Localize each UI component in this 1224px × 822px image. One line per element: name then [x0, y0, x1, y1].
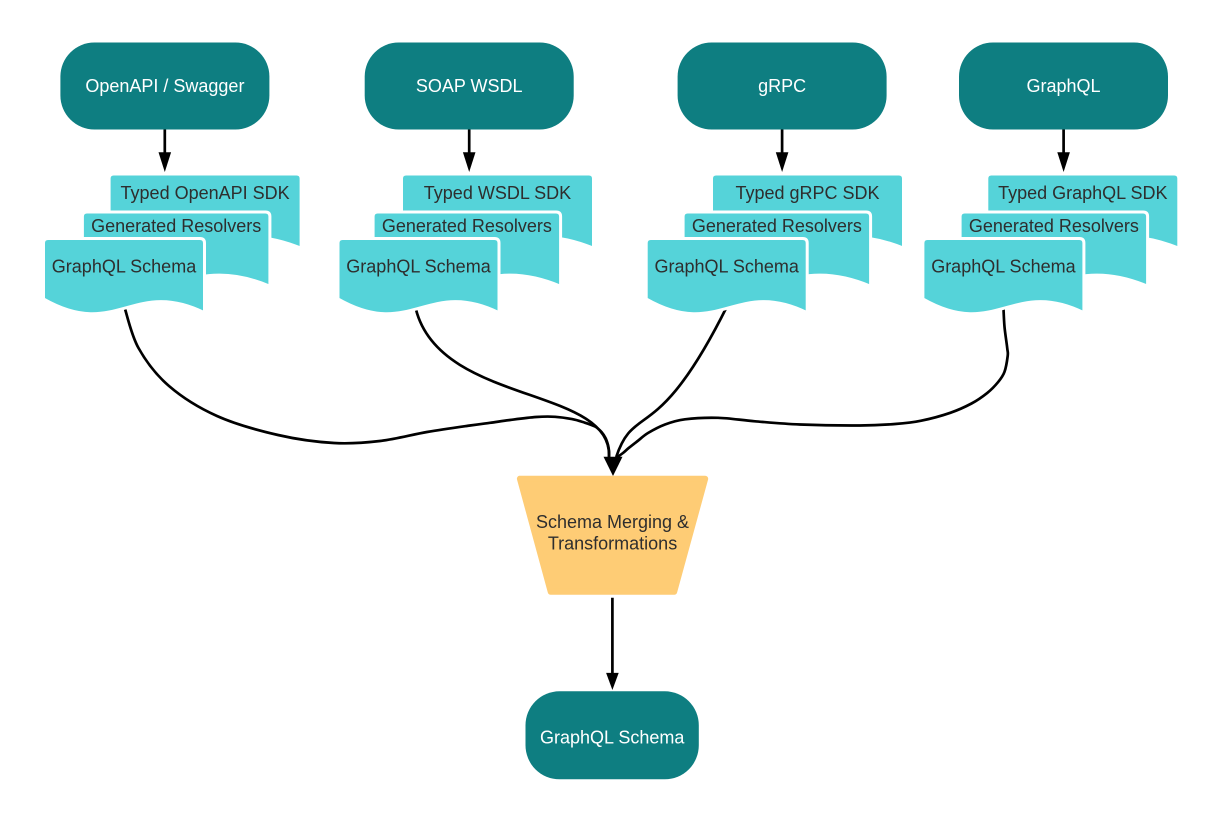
svg-text:Typed gRPC SDK: Typed gRPC SDK	[735, 183, 879, 203]
svg-text:Generated Resolvers: Generated Resolvers	[382, 216, 552, 236]
svg-text:Generated Resolvers: Generated Resolvers	[692, 216, 862, 236]
svg-text:Typed GraphQL SDK: Typed GraphQL SDK	[998, 183, 1167, 203]
svg-text:SOAP WSDL: SOAP WSDL	[416, 76, 523, 96]
svg-text:Transformations: Transformations	[548, 534, 677, 554]
svg-text:GraphQL Schema: GraphQL Schema	[346, 257, 491, 277]
svg-text:GraphQL Schema: GraphQL Schema	[540, 728, 685, 748]
svg-text:GraphQL: GraphQL	[1026, 76, 1100, 96]
svg-text:gRPC: gRPC	[758, 76, 806, 96]
svg-text:Typed OpenAPI SDK: Typed OpenAPI SDK	[121, 183, 290, 203]
svg-text:GraphQL Schema: GraphQL Schema	[931, 257, 1076, 277]
svg-text:Schema Merging &: Schema Merging &	[536, 512, 689, 532]
svg-text:GraphQL Schema: GraphQL Schema	[654, 257, 799, 277]
svg-text:Generated Resolvers: Generated Resolvers	[969, 216, 1139, 236]
svg-text:Generated Resolvers: Generated Resolvers	[91, 216, 261, 236]
svg-text:GraphQL Schema: GraphQL Schema	[52, 257, 197, 277]
svg-text:OpenAPI / Swagger: OpenAPI / Swagger	[85, 76, 244, 96]
svg-text:Typed WSDL SDK: Typed WSDL SDK	[424, 183, 571, 203]
